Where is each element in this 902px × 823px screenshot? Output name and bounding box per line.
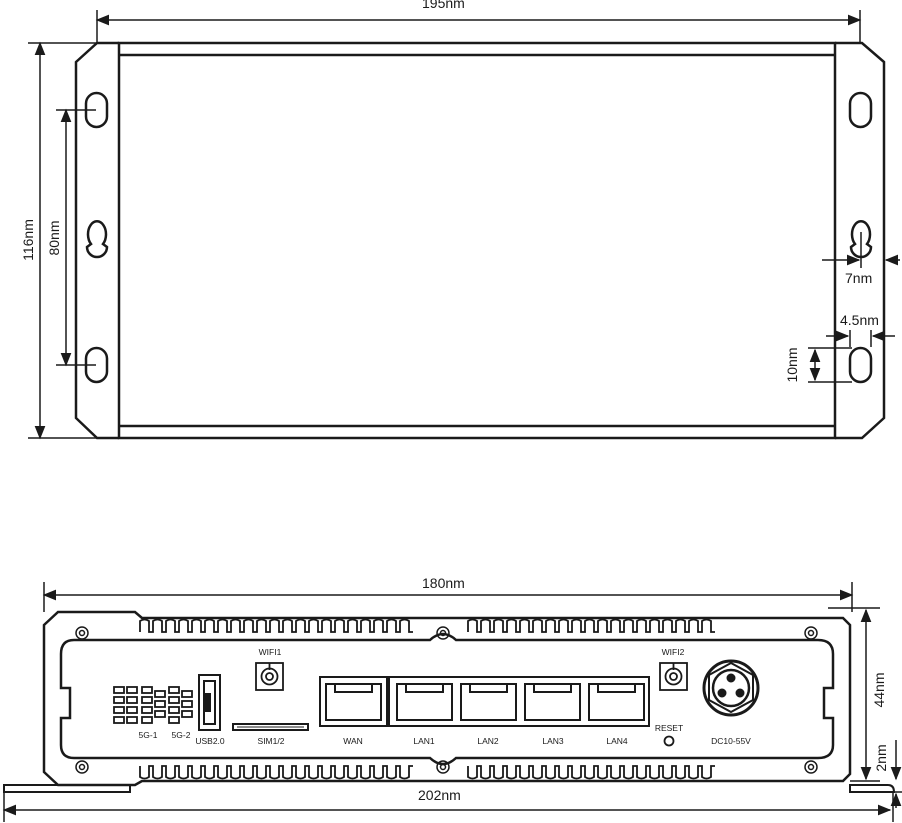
mount-slot-right-bottom bbox=[848, 346, 873, 384]
lan-port-group bbox=[388, 676, 650, 727]
screw bbox=[75, 760, 89, 774]
screw bbox=[436, 626, 450, 640]
label-5g2: 5G-2 bbox=[172, 730, 191, 740]
label-power: DC10-55V bbox=[711, 736, 751, 746]
dim-label-total-width: 202nm bbox=[418, 787, 461, 803]
screw bbox=[804, 626, 818, 640]
label-usb: USB2.0 bbox=[195, 736, 225, 746]
usb-port[interactable] bbox=[198, 674, 221, 731]
reset-button[interactable] bbox=[663, 735, 675, 747]
lan2-port[interactable] bbox=[460, 683, 517, 721]
right-flange bbox=[835, 41, 886, 440]
label-lan3: LAN3 bbox=[542, 736, 564, 746]
label-reset: RESET bbox=[655, 723, 683, 733]
left-flange bbox=[74, 41, 119, 440]
body-outline bbox=[117, 41, 837, 440]
label-lan4: LAN4 bbox=[606, 736, 628, 746]
dim-label-hole-height: 10nm bbox=[784, 347, 800, 382]
heatsink-fin-row bbox=[139, 765, 715, 780]
wifi2-antenna-connector[interactable] bbox=[659, 662, 688, 691]
dim-label-body-width: 180nm bbox=[422, 575, 465, 591]
sim-slot[interactable] bbox=[232, 723, 309, 731]
dim-label-base: 2nm bbox=[873, 744, 889, 771]
chassis-outline bbox=[42, 610, 852, 787]
dim-label-height: 116nm bbox=[20, 219, 36, 261]
top-view bbox=[28, 10, 900, 440]
wifi1-antenna-connector[interactable] bbox=[255, 662, 284, 691]
lan1-port[interactable] bbox=[396, 683, 453, 721]
label-sim: SIM1/2 bbox=[258, 736, 285, 746]
keyhole-left bbox=[85, 220, 109, 259]
dim-label-hole-width: 4.5nm bbox=[840, 312, 879, 328]
label-lan2: LAN2 bbox=[477, 736, 499, 746]
label-wifi2: WIFI2 bbox=[662, 647, 685, 657]
heatsink-fins-bottom bbox=[139, 765, 715, 780]
mount-slot-right-top bbox=[848, 91, 873, 129]
label-lan1: LAN1 bbox=[413, 736, 435, 746]
base-plate-right bbox=[849, 784, 896, 793]
screw bbox=[436, 760, 450, 774]
heatsink-fins-top bbox=[139, 618, 715, 633]
dim-label-hole-spacing: 80nm bbox=[46, 220, 62, 255]
label-wifi1: WIFI1 bbox=[259, 647, 282, 657]
lan3-port[interactable] bbox=[524, 683, 581, 721]
screw bbox=[804, 760, 818, 774]
wan-port[interactable] bbox=[319, 676, 388, 727]
lan4-port[interactable] bbox=[588, 683, 645, 721]
label-5g1: 5G-1 bbox=[139, 730, 158, 740]
front-view bbox=[2, 582, 902, 822]
heatsink-fin-row bbox=[139, 618, 715, 633]
dim-label-height-front: 44nm bbox=[871, 672, 887, 707]
power-connector[interactable] bbox=[702, 659, 760, 717]
led-indicators bbox=[113, 686, 193, 724]
dim-label-edge: 7nm bbox=[845, 270, 872, 286]
label-wan: WAN bbox=[343, 736, 363, 746]
screw bbox=[75, 626, 89, 640]
dim-label-width: 195nm bbox=[422, 0, 465, 11]
base-plate bbox=[3, 784, 131, 793]
front-panel bbox=[59, 632, 835, 766]
